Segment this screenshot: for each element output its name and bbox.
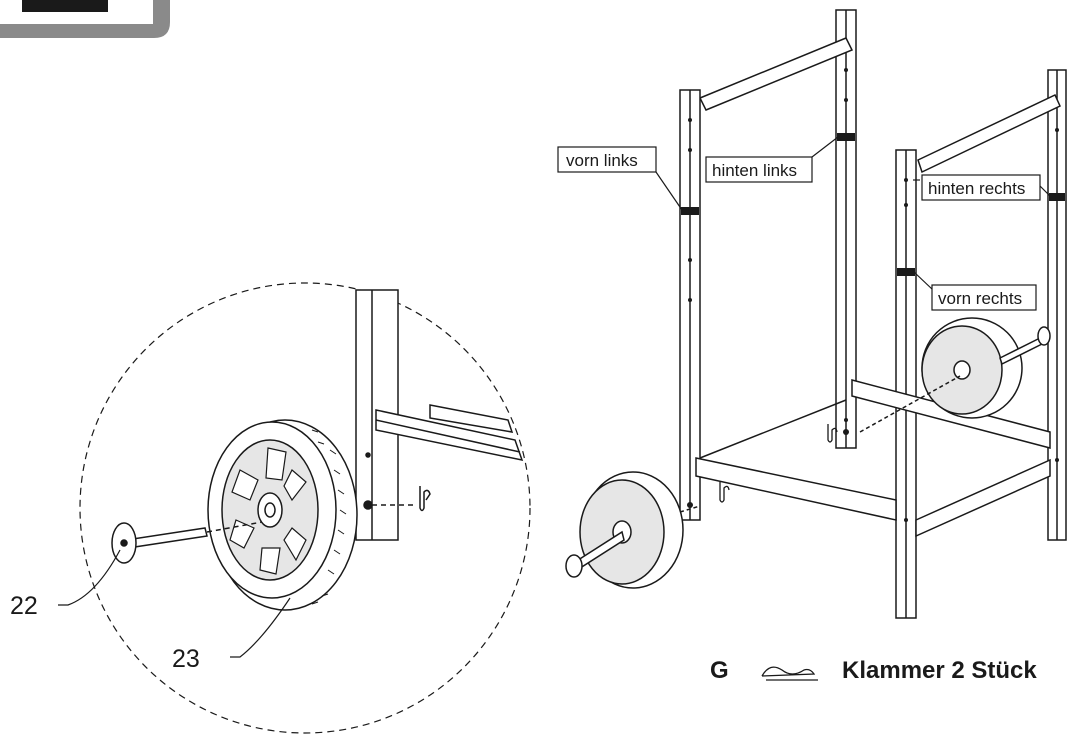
main-wheel-left	[565, 471, 701, 589]
detail-clip	[419, 486, 431, 512]
label-box-vorn-rechts: vorn rechts	[931, 284, 1037, 311]
callout-leaders	[58, 549, 291, 658]
label-hinten-rechts: hinten rechts	[928, 179, 1025, 198]
label-vorn-rechts: vorn rechts	[938, 289, 1022, 308]
part-number-22: 22	[10, 592, 38, 620]
label-box-hinten-links: hinten links	[705, 156, 813, 183]
label-box-vorn-links: vorn links	[557, 146, 657, 173]
detail-zoom-circle	[79, 282, 531, 734]
part-number-23: 23	[172, 645, 200, 673]
legend-letter: G	[710, 657, 729, 684]
frame-bolt-holes	[687, 68, 1059, 522]
parts-legend: G Klammer 2 Stück	[710, 657, 1037, 684]
legend-text: Klammer 2 Stück	[842, 657, 1037, 684]
main-wheel-right	[859, 317, 1051, 433]
label-vorn-links: vorn links	[566, 151, 638, 170]
main-clips	[719, 424, 838, 503]
label-hinten-links: hinten links	[712, 161, 797, 180]
label-leaders	[655, 136, 1051, 291]
leg-markers	[681, 133, 1065, 276]
label-box-hinten-rechts: hinten rechts	[921, 174, 1041, 201]
grill-frame	[679, 9, 1067, 619]
clip-icon	[761, 666, 818, 681]
step-badge	[0, 0, 170, 38]
detail-wheel	[207, 419, 358, 611]
detail-frame	[355, 289, 524, 541]
